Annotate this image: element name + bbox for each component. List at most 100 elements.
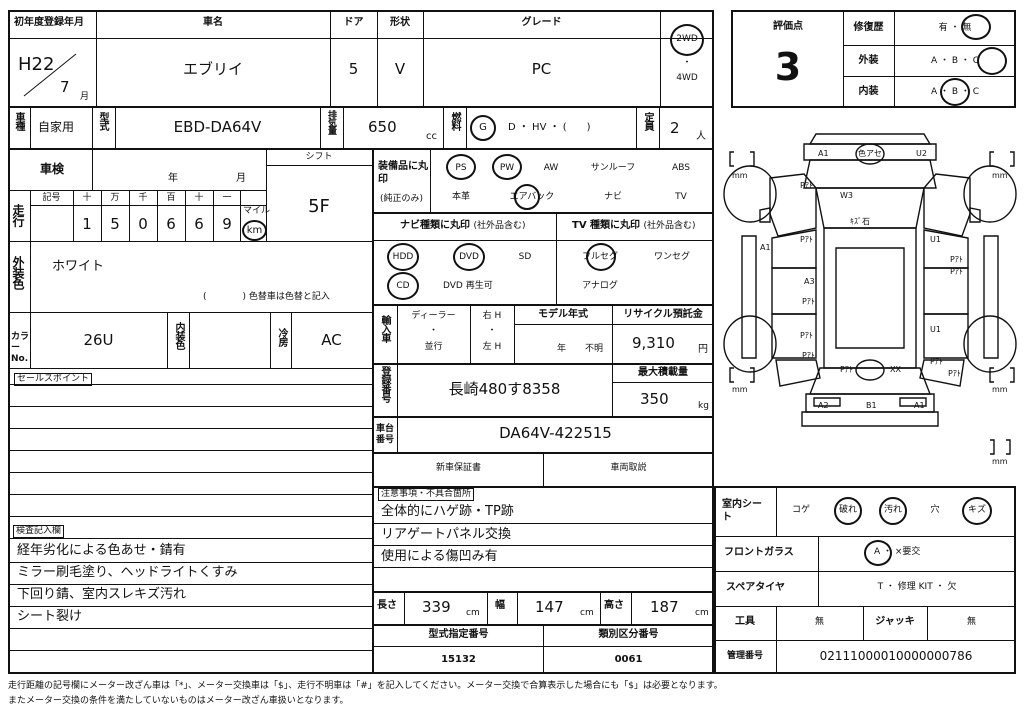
circle-hdd [387,243,419,271]
import-parallel: 並行 [424,342,443,352]
max-load-label: 最大積載量 [638,367,688,378]
recycle-label: リサイクル預託金 [623,309,703,320]
reg-number: 長崎480す8358 [448,380,561,398]
height-label: 高さ [604,600,624,611]
max-load-kg: kg [698,401,709,411]
circle-ps [446,154,476,180]
length: 339 [422,598,451,616]
diag-mark: Pｱﾄ [950,255,963,264]
equip-aw: AW [543,163,559,173]
seat-hole: 穴 [930,505,940,515]
navi-sd: SD [518,252,532,262]
equipment-sub: (純正のみ) [380,194,424,204]
footer-note-1: 走行距離の記号欄にメーター改ざん車は「*」、メーター交換車は「$」、走行不明車は… [8,681,723,691]
import-dot-2: ・ [487,326,497,336]
tool-label: 工具 [735,616,755,627]
circle-fullseg [586,243,616,271]
doors: 5 [348,60,359,78]
circle-airbag [514,184,540,210]
spare-value: T ・ 修理 KIT ・ 欠 [877,582,957,592]
glass-label: フロントガラス [724,547,794,558]
spare-label: スペアタイヤ [726,582,785,593]
equip-sunroof: サンルーフ [590,163,636,173]
navi-hdd: HDD [392,252,414,262]
diag-mark: W3 [840,191,853,200]
reg-month: 7 [60,78,70,96]
equip-airbag: エアバック [509,192,555,202]
diag-mark: Pｱﾄ [948,369,961,378]
kigou-label: 記号 [42,193,61,203]
score-label: 評価点 [773,21,803,32]
capacity-label: 定員 [642,112,653,130]
diag-mark: A1 [914,401,925,410]
inspector-line-3: 下回り錆、室内スレキズ汚れ [17,587,187,602]
capacity: 2 [670,119,680,137]
seat-tear: 破れ [838,505,857,515]
drive-4wd: 4WD [676,73,698,83]
drive-dot: ・ [682,58,692,68]
diag-mark: Pｱﾄ [950,267,963,276]
equip-leather: 本革 [451,192,470,202]
color-code: 26U [83,331,114,349]
diag-mark: Pｱﾄ [800,235,813,244]
interior-box [714,486,1016,674]
km-label: km [246,225,263,236]
color-value: ホワイト [52,259,105,274]
max-load: 350 [640,390,669,408]
remarks-label: 注意事項・不具合箇所 [378,488,475,501]
model-year-label: モデル年式 [538,309,588,320]
tv-fullseg: フルセグ [581,252,618,262]
diag-mark: ｷｽﾞ石 [850,217,870,226]
width-label: 幅 [495,600,505,611]
type-no: 15132 [441,654,476,665]
model: EBD-DA64V [173,118,262,136]
diag-mark: U2 [916,149,927,158]
reg-year-label: 初年度登録年月 [14,17,84,28]
circle-km [242,220,267,241]
repair-value: 有 ・ 無 [938,23,972,33]
seat-scratch: キズ [967,505,986,515]
door-label: ドア [343,17,364,28]
import-dot: ・ [428,326,438,336]
diag-mark: 色アセ [858,148,882,158]
diag-mark: A1 [760,243,771,252]
odo-digit: 9 [222,215,232,233]
equip-pw: PW [499,163,515,173]
tv-oneseg: ワンセグ [653,252,690,262]
model-year-unknown: 不明 [585,344,604,354]
ac: AC [321,331,342,349]
odo-digit-label: 十 [82,193,92,203]
tv-label: TV 種類に丸印 (社外品含む) [572,220,696,231]
recycle: 9,310 [632,334,675,352]
color-code-label: カラーNo. [11,332,30,364]
odo-digit: 6 [166,215,176,233]
fuel-label: 燃料 [449,112,460,130]
seat-koge: コゲ [791,505,810,515]
diag-mm: mm [992,457,1008,466]
circle-pw [492,154,522,180]
diag-mm: mm [732,385,748,394]
circle-int-b [940,78,970,106]
mgmt-number: 02111000010000000786 [819,649,973,663]
shape: V [394,60,406,78]
length-unit: cm [466,608,480,618]
recycle-yen: 円 [698,344,708,355]
reg-number-label: 登録番号 [379,366,390,402]
disp: 650 [368,118,397,136]
diag-mark: Pｱﾄ [930,357,943,366]
disp-label: 排気量 [326,110,336,134]
equip-ps: PS [455,163,467,173]
equip-tv: TV [675,192,687,202]
circle-dvd [453,243,485,271]
equipment-label: 装備品に丸印 [378,161,428,185]
navi-dvd-play: DVD 再生可 [443,281,493,291]
tv-analog: アナログ [582,281,618,291]
seat-label: 室内シート [722,499,762,523]
score-value: 3 [774,45,802,89]
odo-digit: 1 [82,215,92,233]
tool-value: 無 [814,617,824,627]
circle-glass-a [864,540,892,566]
import-label: 輸入車 [379,315,390,342]
jack-label: ジャッキ [875,616,915,627]
inspector-line-4: シート裂け [17,609,83,624]
